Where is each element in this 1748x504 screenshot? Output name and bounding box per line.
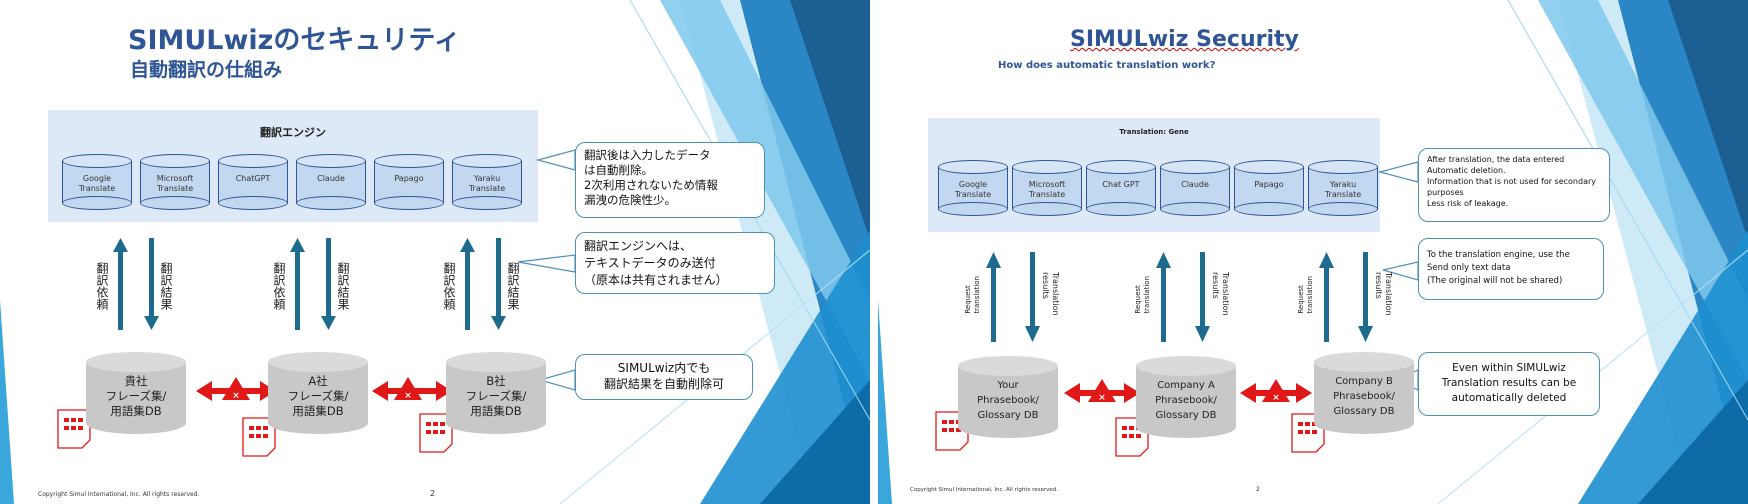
- callout-data-deletion: 翻訳後は入力したデータ は自動削除。 2次利用されないため情報 漏洩の危険性少。: [575, 142, 765, 218]
- engine-label: Google Translate: [954, 180, 992, 199]
- engine-cylinder: Google Translate: [938, 160, 1008, 216]
- db-label: B社 フレーズ集/ 用語集DB: [465, 374, 527, 418]
- result-label: 翻訳結果: [506, 262, 520, 310]
- engine-label: Google Translate: [78, 174, 116, 193]
- page-title: SIMULwiz Security: [1070, 27, 1299, 52]
- page-subtitle: How does automatic translation work?: [998, 60, 1216, 71]
- page-subtitle: 自動翻訳の仕組み: [130, 59, 283, 81]
- engine-label: Claude: [317, 174, 345, 183]
- connector-lines: × ×: [57, 149, 576, 457]
- engine-label: ChatGPT: [235, 174, 271, 183]
- no-connection-icon: ×: [1240, 379, 1312, 403]
- engine-cylinder: Microsoft Translate: [140, 154, 210, 210]
- engine-label: Yaraku Translate: [1324, 180, 1362, 199]
- no-connection-icon: ×: [196, 377, 276, 401]
- request-label: Request translation: [964, 276, 981, 314]
- phrasebook-db: Your Phrasebook/ Glossary DB: [958, 356, 1058, 438]
- copyright-footer: Copyright Simul International, Inc. All …: [910, 487, 1059, 493]
- callout-auto-delete: SIMULwiz内でも 翻訳結果を自動削除可: [575, 354, 753, 400]
- phrasebook-db: 貴社 フレーズ集/ 用語集DB: [86, 352, 186, 434]
- phrasebook-db: A社 フレーズ集/ 用語集DB: [268, 352, 368, 434]
- slide-decoration: [0, 0, 870, 504]
- result-label: Translation results: [1211, 272, 1230, 316]
- page-number: 2: [1256, 486, 1260, 493]
- engine-label: Claude: [1181, 180, 1209, 189]
- engine-label: Microsoft Translate: [156, 174, 194, 193]
- engine-cylinder: Papago: [1234, 160, 1304, 216]
- translation-engine-box: 翻訳エンジン Google Translate Microsoft Transl…: [48, 110, 538, 222]
- phrasebook-db: Company B Phrasebook/ Glossary DB: [1314, 352, 1414, 434]
- engine-label: Yaraku Translate: [468, 174, 506, 193]
- request-label: 翻訳依頼: [95, 262, 109, 310]
- engine-label: Microsoft Translate: [1028, 180, 1066, 199]
- phrasebook-db: Company A Phrasebook/ Glossary DB: [1136, 356, 1236, 438]
- engine-cylinder: Microsoft Translate: [1012, 160, 1082, 216]
- engine-label: Papago: [394, 174, 424, 183]
- page-number: 2: [430, 489, 436, 498]
- engine-cylinder: Claude: [296, 154, 366, 210]
- engine-cylinder: Google Translate: [62, 154, 132, 210]
- slide-decoration: [878, 0, 1748, 504]
- request-label: 翻訳依頼: [442, 262, 456, 310]
- request-label: Request translation: [1297, 276, 1314, 314]
- slide-gap: [870, 0, 878, 504]
- slide-english: SIMULwiz Security How does automatic tra…: [878, 0, 1748, 504]
- svg-text:×: ×: [232, 391, 240, 401]
- svg-text:×: ×: [1098, 393, 1106, 403]
- engine-box-title: 翻訳エンジン: [260, 126, 326, 139]
- engine-cylinder: Claude: [1160, 160, 1230, 216]
- page-title: SIMULwizのセキュリティ: [128, 25, 461, 56]
- copyright-footer: Copyright Simul International, Inc. All …: [38, 491, 200, 498]
- db-label: Company A Phrasebook/ Glossary DB: [1155, 380, 1217, 421]
- engine-cylinder: Yaraku Translate: [452, 154, 522, 210]
- db-label: Company B Phrasebook/ Glossary DB: [1333, 376, 1395, 417]
- request-label: 翻訳依頼: [272, 262, 286, 310]
- result-label: 翻訳結果: [336, 262, 350, 310]
- request-label: Request translation: [1134, 276, 1151, 314]
- callout-text-only: To the translation engine, use the Send …: [1418, 238, 1604, 300]
- no-connection-icon: ×: [372, 377, 452, 401]
- db-label: 貴社 フレーズ集/ 用語集DB: [105, 374, 167, 418]
- no-connection-icon: ×: [1064, 379, 1140, 403]
- svg-text:×: ×: [404, 391, 412, 401]
- db-label: A社 フレーズ集/ 用語集DB: [287, 374, 349, 418]
- engine-cylinder: Yaraku Translate: [1308, 160, 1378, 216]
- result-label: Translation results: [1374, 272, 1393, 316]
- slide-japanese: SIMULwizのセキュリティ 自動翻訳の仕組み 翻訳エンジン Google T…: [0, 0, 870, 504]
- engine-cylinder: ChatGPT: [218, 154, 288, 210]
- callout-auto-delete: Even within SIMULwiz Translation results…: [1418, 352, 1600, 416]
- phrasebook-db: B社 フレーズ集/ 用語集DB: [446, 352, 546, 434]
- svg-text:×: ×: [1272, 393, 1280, 403]
- engine-label: Papago: [1254, 180, 1284, 189]
- result-label: Translation results: [1041, 272, 1060, 316]
- translation-engine-box: Translation: Gene Google Translate Micro…: [928, 118, 1380, 232]
- result-label: 翻訳結果: [159, 262, 173, 310]
- engine-label: Chat GPT: [1102, 180, 1140, 189]
- db-label: Your Phrasebook/ Glossary DB: [977, 380, 1039, 421]
- callout-text-only: 翻訳エンジンへは、 テキストデータのみ送付 （原本は共有されません）: [575, 232, 775, 294]
- engine-cylinder: Chat GPT: [1086, 160, 1156, 216]
- engine-box-title: Translation: Gene: [1119, 128, 1189, 136]
- engine-cylinder: Papago: [374, 154, 444, 210]
- callout-data-deletion: After translation, the data entered Auto…: [1418, 148, 1610, 222]
